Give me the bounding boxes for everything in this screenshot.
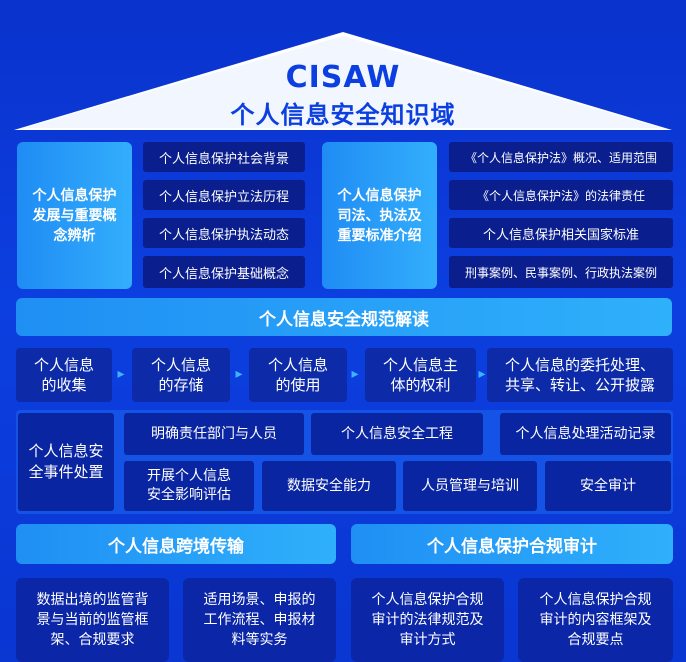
- chevron-right-icon: ▸: [235, 366, 243, 382]
- top-right-label-text: 个人信息保护 司法、执法及 重要标准介绍: [337, 187, 422, 244]
- compliance-audit-banner: 个人信息保护合规审计: [351, 524, 673, 564]
- top-left-item: 个人信息保护执法动态: [143, 218, 305, 248]
- roof-outer: [14, 32, 672, 130]
- roof-title: CISAW: [285, 60, 401, 95]
- incident-row2-item: 人员管理与培训: [403, 461, 537, 511]
- top-right-label: 个人信息保护 司法、执法及 重要标准介绍: [322, 142, 437, 289]
- incident-row1-item: 个人信息处理活动记录: [500, 413, 671, 455]
- top-left-label: 个人信息保护 发展与重要概 念辨析: [17, 142, 132, 289]
- flow-step-store: 个人信息 的存储: [132, 348, 230, 402]
- incident-label: 个人信息安 全事件处置: [18, 413, 114, 511]
- top-right-item: 《个人信息保护法》的法律责任: [449, 180, 673, 210]
- flow-step-collect: 个人信息 的收集: [16, 348, 112, 402]
- top-left-item: 个人信息保护基础概念: [143, 256, 305, 288]
- cross-border-box: 数据出境的监管背 景与当前的监管框 架、合规要求: [16, 578, 169, 662]
- flow-step-use: 个人信息 的使用: [249, 348, 347, 402]
- incident-row2-item: 开展个人信息 安全影响评估: [124, 461, 254, 511]
- compliance-audit-box: 个人信息保护合规 审计的内容框架及 合规要点: [518, 578, 673, 662]
- roof-inner-shade: [24, 36, 662, 128]
- incident-row2-item: 数据安全能力: [262, 461, 396, 511]
- flow-step-entrust: 个人信息的委托处理、 共享、转让、公开披露: [487, 348, 673, 402]
- incident-row1-item: 个人信息安全工程: [311, 413, 483, 455]
- compliance-audit-box: 个人信息保护合规 审计的法律规范及 审计方式: [351, 578, 504, 662]
- top-left-item: 个人信息保护立法历程: [143, 180, 305, 210]
- chevron-right-icon: ▸: [478, 366, 486, 382]
- top-right-item: 刑事案例、民事案例、行政执法案例: [449, 256, 673, 288]
- top-right-item: 《个人信息保护法》概况、适用范围: [449, 142, 673, 172]
- flow-step-rights: 个人信息主 体的权利: [365, 348, 476, 402]
- roof-subtitle: 个人信息安全知识域: [230, 101, 456, 129]
- top-left-label-text: 个人信息保护 发展与重要概 念辨析: [32, 187, 117, 244]
- incident-row2-item: 安全审计: [545, 461, 671, 511]
- roof-shape: [14, 32, 672, 130]
- spec-banner: 个人信息安全规范解读: [16, 298, 672, 336]
- cross-border-banner: 个人信息跨境传输: [16, 524, 336, 564]
- chevron-right-icon: ▸: [351, 366, 359, 382]
- cross-border-box: 适用场景、申报的 工作流程、申报材 料等实务: [183, 578, 336, 662]
- chevron-right-icon: ▸: [117, 366, 125, 382]
- top-right-item: 个人信息保护相关国家标准: [449, 218, 673, 248]
- top-left-item: 个人信息保护社会背景: [143, 142, 305, 172]
- incident-row1-item: 明确责任部门与人员: [124, 413, 304, 455]
